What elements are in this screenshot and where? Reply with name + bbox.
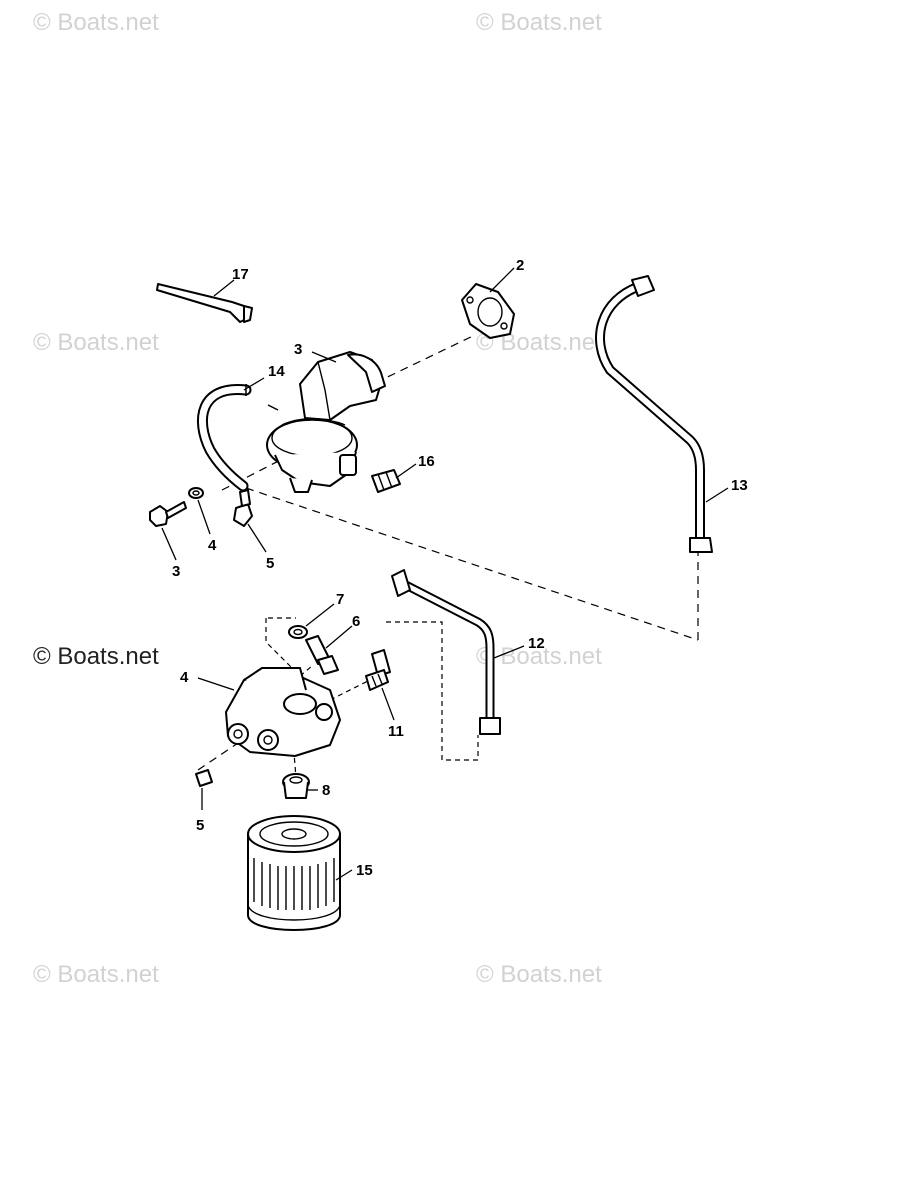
filter-head-part-4 bbox=[225, 667, 341, 757]
callout-7: 7 bbox=[336, 591, 344, 608]
callout-12: 12 bbox=[528, 635, 545, 652]
svg-text:© Boats.net: © Boats.net bbox=[33, 643, 159, 670]
callout-4-head: 4 bbox=[180, 669, 189, 686]
watermark-mid-left: © Boats.net bbox=[33, 329, 159, 356]
bolt-part-3 bbox=[149, 501, 187, 527]
svg-text:© Boats.net: © Boats.net bbox=[476, 9, 602, 36]
assembly-lines bbox=[197, 334, 699, 779]
callout-17: 17 bbox=[232, 266, 249, 283]
callout-3-pump: 3 bbox=[294, 341, 302, 358]
watermark-bottom-left: © Boats.net bbox=[33, 961, 159, 988]
plug-part-5-lower bbox=[195, 769, 213, 787]
callout-14: 14 bbox=[268, 363, 285, 380]
callout-2: 2 bbox=[516, 257, 524, 274]
callout-13: 13 bbox=[731, 477, 748, 494]
callout-labels: 17 2 3 14 16 13 3 4 5 7 6 12 4 11 8 5 15 bbox=[172, 257, 748, 879]
callout-5-upper: 5 bbox=[266, 555, 274, 572]
callout-15: 15 bbox=[356, 862, 373, 879]
callout-11: 11 bbox=[388, 723, 404, 740]
svg-text:© Boats.net: © Boats.net bbox=[33, 9, 159, 36]
watermark-bottom-right: © Boats.net bbox=[476, 961, 602, 988]
callout-16: 16 bbox=[418, 453, 435, 470]
callout-8: 8 bbox=[322, 782, 330, 799]
watermark-top-right: © Boats.net bbox=[476, 9, 602, 36]
fuel-filter-part-15 bbox=[247, 815, 341, 931]
o-ring-part-7 bbox=[288, 625, 308, 639]
callout-4-washer: 4 bbox=[208, 537, 217, 554]
svg-text:© Boats.net: © Boats.net bbox=[476, 961, 602, 988]
gasket-part-2 bbox=[461, 283, 515, 339]
elbow-fitting-part-11 bbox=[365, 649, 391, 691]
fuel-line-part-13 bbox=[595, 275, 713, 553]
hose-part-14 bbox=[197, 384, 252, 492]
fitting-part-16 bbox=[371, 469, 401, 493]
fuel-pump-part-3 bbox=[266, 351, 386, 493]
callout-leaders bbox=[161, 267, 729, 881]
adapter-part-8 bbox=[282, 773, 310, 799]
bolt-part-6 bbox=[305, 635, 339, 675]
washer-part-4-upper bbox=[188, 487, 204, 499]
elbow-part-5-upper bbox=[233, 489, 253, 527]
callout-6: 6 bbox=[352, 613, 360, 630]
svg-text:© Boats.net: © Boats.net bbox=[33, 329, 159, 356]
cable-tie-part-17 bbox=[156, 283, 253, 323]
svg-text:© Boats.net: © Boats.net bbox=[33, 961, 159, 988]
pipe-part-12 bbox=[391, 569, 501, 735]
callout-3-bolt: 3 bbox=[172, 563, 180, 580]
callout-5-lower: 5 bbox=[196, 817, 204, 834]
watermark-center-left-strong: © Boats.net bbox=[33, 643, 159, 670]
watermark-top-left: © Boats.net bbox=[33, 9, 159, 36]
